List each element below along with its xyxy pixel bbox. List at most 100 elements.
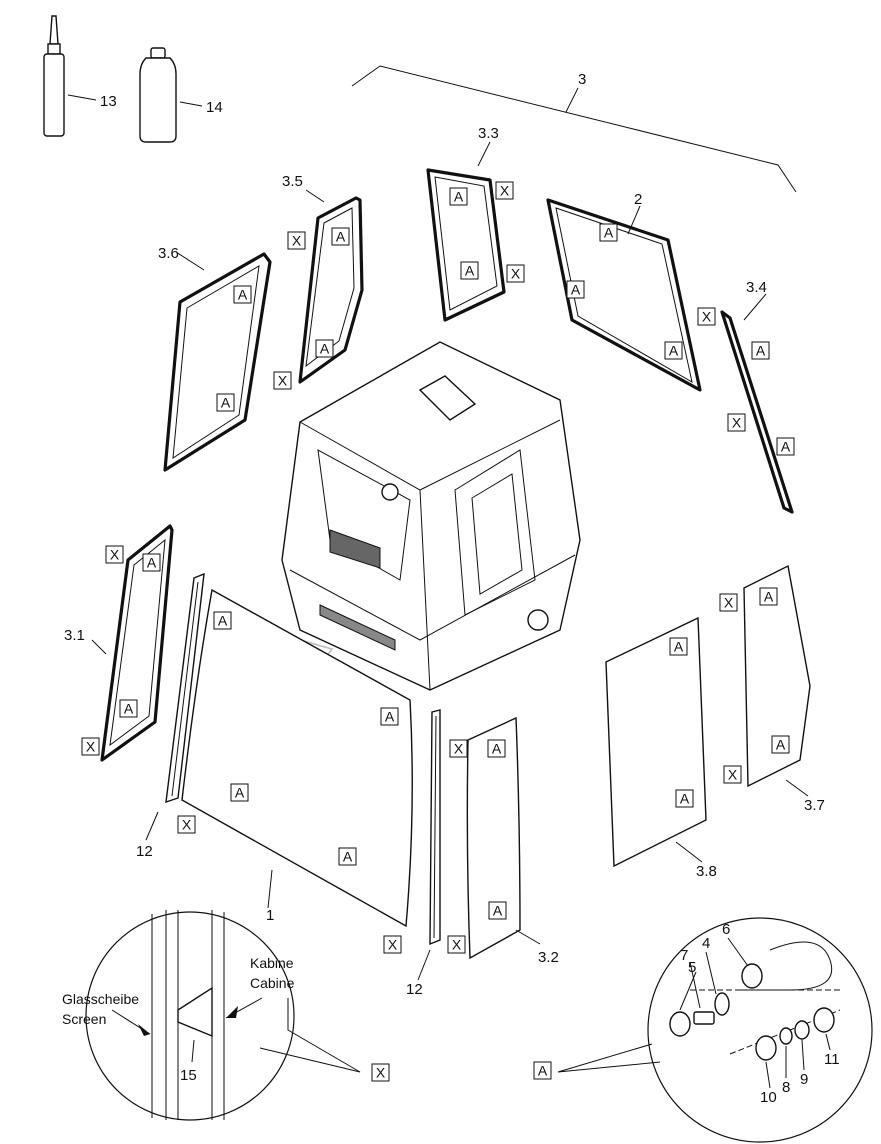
marker-a-24: A <box>230 783 249 802</box>
callout-glass-de: Glasscheibe <box>62 991 139 1007</box>
label-9: 9 <box>800 1071 808 1088</box>
marker-a-30: A <box>488 901 507 920</box>
marker-x-8: X <box>273 371 292 390</box>
marker-a-text: A <box>781 439 791 455</box>
marker-a-text: A <box>674 639 684 655</box>
label-3-7: 3.7 <box>804 797 825 814</box>
marker-x-text: X <box>454 741 464 757</box>
glass-panel-3-1 <box>100 524 174 762</box>
marker-x-text: X <box>702 309 712 325</box>
glass-panel-3-5 <box>298 196 364 384</box>
marker-x-text: X <box>376 1065 386 1081</box>
label-3-1: 3.1 <box>64 627 85 644</box>
marker-a-11: A <box>599 223 618 242</box>
marker-a-39: A <box>533 1061 552 1080</box>
marker-a-text: A <box>538 1063 548 1079</box>
marker-a-text: A <box>604 225 614 241</box>
marker-x-text: X <box>110 547 120 563</box>
marker-a-text: A <box>147 555 157 571</box>
detail-x-circle <box>85 910 295 1121</box>
marker-a-text: A <box>124 701 134 717</box>
marker-x-text: X <box>500 183 510 199</box>
marker-x-6: X <box>287 231 306 250</box>
marker-x-text: X <box>292 233 302 249</box>
label-3-3: 3.3 <box>478 125 499 142</box>
marker-x-2: X <box>495 181 514 200</box>
label-3-8: 3.8 <box>696 863 717 880</box>
label-10: 10 <box>760 1089 777 1106</box>
marker-a-33: A <box>675 789 694 808</box>
marker-a-10: A <box>216 393 235 412</box>
marker-a-text: A <box>320 341 330 357</box>
label-6: 6 <box>722 921 730 938</box>
marker-x-34: X <box>719 593 738 612</box>
callout-cab-de: Kabine <box>250 955 294 971</box>
marker-a-text: A <box>238 287 248 303</box>
marker-x-37: X <box>723 765 742 784</box>
label-14: 14 <box>206 99 223 116</box>
part-number-labels: 13 14 3 3.3 3.5 2 3.6 3.4 3.1 3.7 12 3.8… <box>64 71 840 1106</box>
marker-x-text: X <box>86 739 96 755</box>
detail-callouts: Glasscheibe Screen Kabine Cabine <box>62 955 295 1027</box>
marker-a-3: A <box>460 261 479 280</box>
label-7: 7 <box>680 947 688 964</box>
label-3-5: 3.5 <box>282 173 303 190</box>
marker-x-text: X <box>182 817 192 833</box>
marker-a-35: A <box>759 587 778 606</box>
detail-a-circle <box>647 917 873 1143</box>
marker-a-23: A <box>380 707 399 726</box>
marker-a-20: A <box>119 699 138 718</box>
marker-a-text: A <box>669 343 679 359</box>
marker-a-text: A <box>571 282 581 298</box>
marker-x-4: X <box>506 264 525 283</box>
glass-panel-3-3 <box>426 168 506 322</box>
marker-x-28: X <box>449 739 468 758</box>
marker-x-16: X <box>727 413 746 432</box>
label-4: 4 <box>702 935 710 952</box>
label-3-6: 3.6 <box>158 245 179 262</box>
marker-a-text: A <box>235 785 245 801</box>
marker-a-text: A <box>385 709 395 725</box>
marker-a-29: A <box>487 739 506 758</box>
label-3: 3 <box>578 71 586 88</box>
label-13: 13 <box>100 93 117 110</box>
callout-cab-en: Cabine <box>250 975 295 991</box>
cab-body <box>281 341 581 691</box>
marker-x-text: X <box>724 595 734 611</box>
windscreen-1 <box>181 588 413 928</box>
callout-glass-en: Screen <box>62 1011 106 1027</box>
seal-strip-12-left <box>165 572 205 804</box>
marker-a-text: A <box>680 791 690 807</box>
marker-x-18: X <box>105 545 124 564</box>
marker-a-text: A <box>221 395 231 411</box>
marker-a-19: A <box>142 553 161 572</box>
marker-a-text: A <box>764 589 774 605</box>
cleaner-bottle-14 <box>139 47 177 143</box>
glass-panel-3-8 <box>605 616 707 868</box>
marker-a-17: A <box>776 437 795 456</box>
marker-a-22: A <box>213 611 232 630</box>
marker-a-5: A <box>331 227 350 246</box>
glass-panel-3-6 <box>163 252 272 472</box>
marker-a-text: A <box>493 903 503 919</box>
label-1: 1 <box>266 907 274 924</box>
label-11: 11 <box>824 1051 840 1068</box>
label-12-right: 12 <box>406 981 423 998</box>
marker-a-text: A <box>454 189 464 205</box>
marker-a-text: A <box>465 263 475 279</box>
label-12-left: 12 <box>136 843 153 860</box>
label-5: 5 <box>688 959 696 976</box>
label-8: 8 <box>782 1079 790 1096</box>
marker-a-1: A <box>449 187 468 206</box>
marker-x-text: X <box>278 373 288 389</box>
glass-panel-2 <box>546 198 702 392</box>
marker-a-text: A <box>776 737 786 753</box>
marker-a-9: A <box>233 285 252 304</box>
marker-a-text: A <box>218 613 228 629</box>
label-15: 15 <box>180 1067 197 1084</box>
marker-x-text: X <box>732 415 742 431</box>
marker-a-7: A <box>315 339 334 358</box>
label-3-2: 3.2 <box>538 949 559 966</box>
